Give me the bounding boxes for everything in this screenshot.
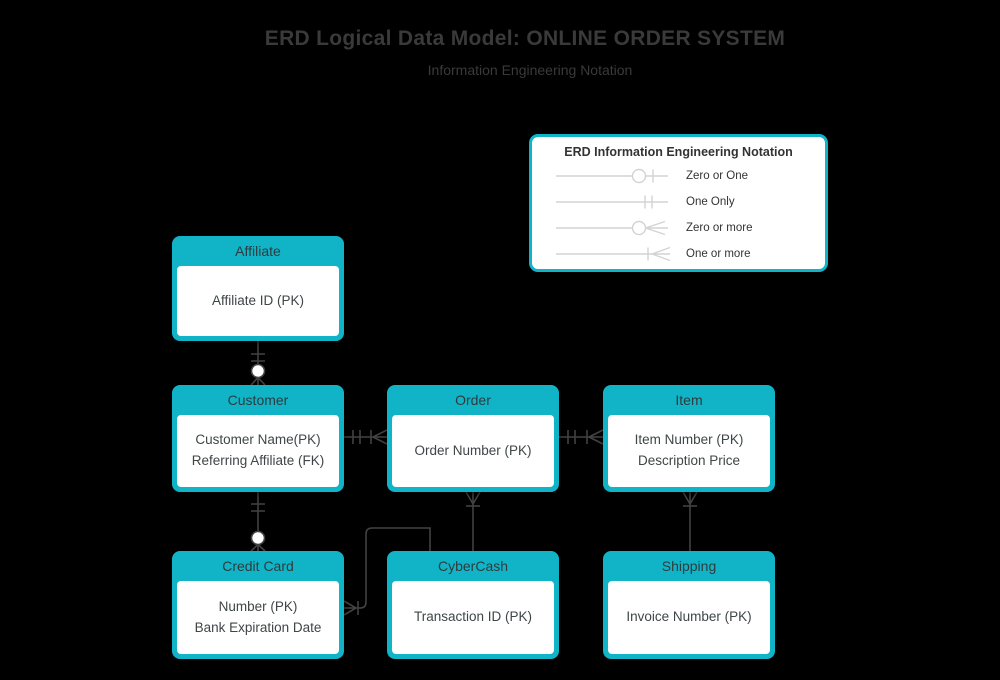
one-only-symbol-icon bbox=[556, 195, 668, 209]
entity-customer[interactable]: Customer Customer Name(PK) Referring Aff… bbox=[172, 385, 344, 492]
legend-row-one-only: One Only bbox=[532, 189, 825, 215]
entity-cybercash[interactable]: CyberCash Transaction ID (PK) bbox=[387, 551, 559, 659]
attribute: Referring Affiliate (FK) bbox=[191, 453, 325, 468]
crowfoot-icon bbox=[682, 491, 698, 505]
one-only-ticks bbox=[251, 503, 265, 512]
one-or-more-symbol-icon bbox=[556, 246, 671, 262]
legend-rows: Zero or One One Only Zero or more bbox=[532, 163, 825, 267]
attribute: Description Price bbox=[637, 453, 741, 468]
attribute: Invoice Number (PK) bbox=[626, 609, 752, 625]
attribute: Transaction ID (PK) bbox=[413, 609, 533, 625]
entity-credit-card[interactable]: Credit Card Number (PK) Bank Expiration … bbox=[172, 551, 344, 659]
connector-customer-order bbox=[344, 429, 388, 445]
legend-label: Zero or more bbox=[686, 222, 753, 234]
entity-cybercash-body: Transaction ID (PK) bbox=[392, 581, 554, 654]
notation-legend: ERD Information Engineering Notation Zer… bbox=[529, 134, 828, 272]
entity-item-body: Item Number (PK) Description Price bbox=[608, 415, 770, 487]
entity-item[interactable]: Item Item Number (PK) Description Price bbox=[603, 385, 775, 492]
crowfoot-icon bbox=[372, 429, 388, 445]
legend-row-zero-or-more: Zero or more bbox=[532, 215, 825, 241]
entity-cybercash-title: CyberCash bbox=[437, 558, 509, 574]
one-only-ticks bbox=[567, 430, 576, 444]
entity-shipping-title: Shipping bbox=[661, 558, 717, 574]
attribute: Customer Name(PK) bbox=[195, 432, 321, 448]
connector-affiliate-customer bbox=[250, 341, 266, 386]
attribute: Item Number (PK) bbox=[634, 432, 744, 448]
attribute: Order Number (PK) bbox=[414, 442, 532, 458]
entity-customer-title: Customer bbox=[227, 392, 289, 408]
entity-order[interactable]: Order Order Number (PK) bbox=[387, 385, 559, 492]
one-only-ticks bbox=[352, 430, 361, 444]
entity-shipping-body: Invoice Number (PK) bbox=[608, 581, 770, 654]
page-subtitle: Information Engineering Notation bbox=[427, 62, 633, 78]
crowfoot-icon bbox=[250, 376, 266, 386]
connector-creditcard-cybercash bbox=[343, 527, 431, 616]
crowfoot-icon bbox=[465, 491, 481, 505]
connector-customer-creditcard bbox=[250, 492, 266, 552]
entity-affiliate[interactable]: Affiliate Affiliate ID (PK) bbox=[172, 236, 344, 341]
connector-item-shipping bbox=[682, 491, 698, 551]
zero-circle bbox=[250, 363, 266, 379]
one-only-ticks bbox=[251, 353, 265, 362]
connector-order-cybercash bbox=[465, 491, 481, 551]
attribute: Number (PK) bbox=[218, 598, 298, 614]
entity-order-body: Order Number (PK) bbox=[392, 415, 554, 487]
zero-circle bbox=[250, 530, 266, 546]
page-title: ERD Logical Data Model: ONLINE ORDER SYS… bbox=[264, 27, 786, 50]
entity-credit-card-body: Number (PK) Bank Expiration Date bbox=[177, 581, 339, 654]
entity-shipping[interactable]: Shipping Invoice Number (PK) bbox=[603, 551, 775, 659]
legend-row-zero-or-one: Zero or One bbox=[532, 163, 825, 189]
legend-title: ERD Information Engineering Notation bbox=[564, 145, 793, 159]
entity-credit-card-title: Credit Card bbox=[222, 558, 294, 574]
attribute: Affiliate ID (PK) bbox=[211, 292, 305, 308]
entity-affiliate-body: Affiliate ID (PK) bbox=[177, 266, 339, 336]
entity-order-title: Order bbox=[455, 392, 491, 408]
entity-customer-body: Customer Name(PK) Referring Affiliate (F… bbox=[177, 415, 339, 487]
attribute: Bank Expiration Date bbox=[194, 619, 322, 635]
legend-label: Zero or One bbox=[686, 170, 748, 182]
crowfoot-icon bbox=[343, 600, 357, 616]
entity-affiliate-title: Affiliate bbox=[235, 243, 281, 259]
crowfoot-icon bbox=[588, 429, 604, 445]
legend-label: One Only bbox=[686, 196, 735, 208]
entity-item-title: Item bbox=[675, 392, 703, 408]
crowfoot-icon bbox=[250, 543, 266, 552]
zero-or-more-symbol-icon bbox=[556, 220, 668, 236]
zero-or-one-symbol-icon bbox=[556, 168, 668, 184]
legend-label: One or more bbox=[686, 248, 751, 260]
legend-row-one-or-more: One or more bbox=[532, 241, 825, 267]
connector-order-item bbox=[559, 429, 604, 445]
